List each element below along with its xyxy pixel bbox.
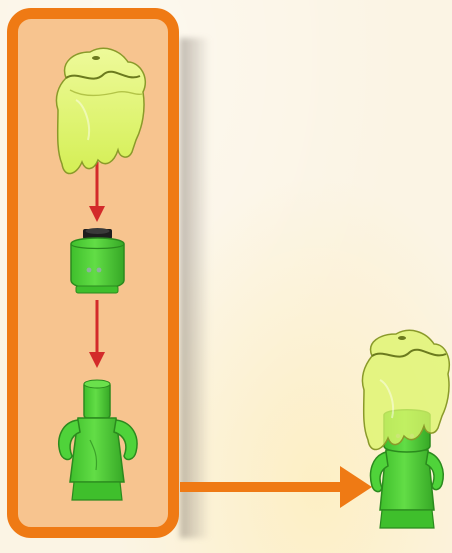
step-arrow-wig-to-head [89, 162, 105, 222]
step-arrow-head-to-torso [89, 300, 105, 368]
minifigure-torso-icon [59, 380, 137, 500]
slime-hair-piece-icon [56, 48, 145, 173]
assembled-minifigure-icon [362, 330, 449, 528]
minifigure-head-icon [71, 228, 124, 293]
result-arrow [180, 466, 372, 508]
